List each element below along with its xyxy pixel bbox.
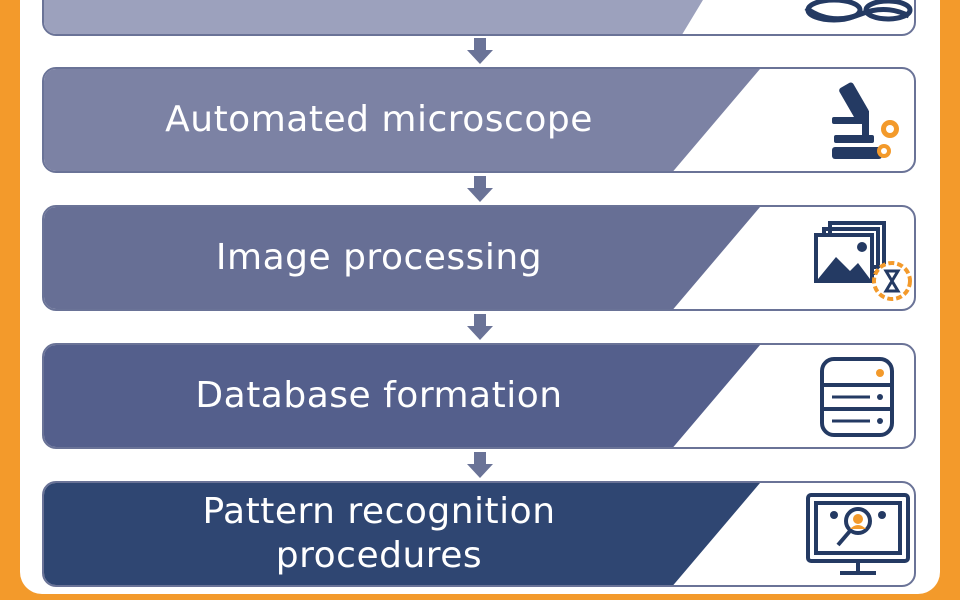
step-label: Automated microscope [165,99,593,140]
connector-arrow [467,176,493,202]
step-label [44,0,714,34]
step-database-formation: Database formation [42,343,916,449]
step-label: Pattern recognition procedures [202,491,556,576]
slide-icon [804,0,914,30]
step-label: Image processing [215,237,543,278]
step-band [44,207,760,309]
step-band [44,483,760,585]
step-band [44,0,703,34]
monitor-search-user-icon [804,489,914,581]
image-hourglass-icon [804,213,914,305]
connector-arrow [467,314,493,340]
database-icon [804,351,914,443]
step-pattern-recognition: Pattern recognition procedures [42,481,916,587]
step-slide-prep [42,0,916,36]
step-band [44,69,760,171]
step-label: Database formation [195,375,563,416]
step-image-processing: Image processing [42,205,916,311]
step-automated-microscope: Automated microscope [42,67,916,173]
microscope-gear-icon [804,75,914,167]
connector-arrow [467,38,493,64]
step-band [44,345,760,447]
connector-arrow [467,452,493,478]
